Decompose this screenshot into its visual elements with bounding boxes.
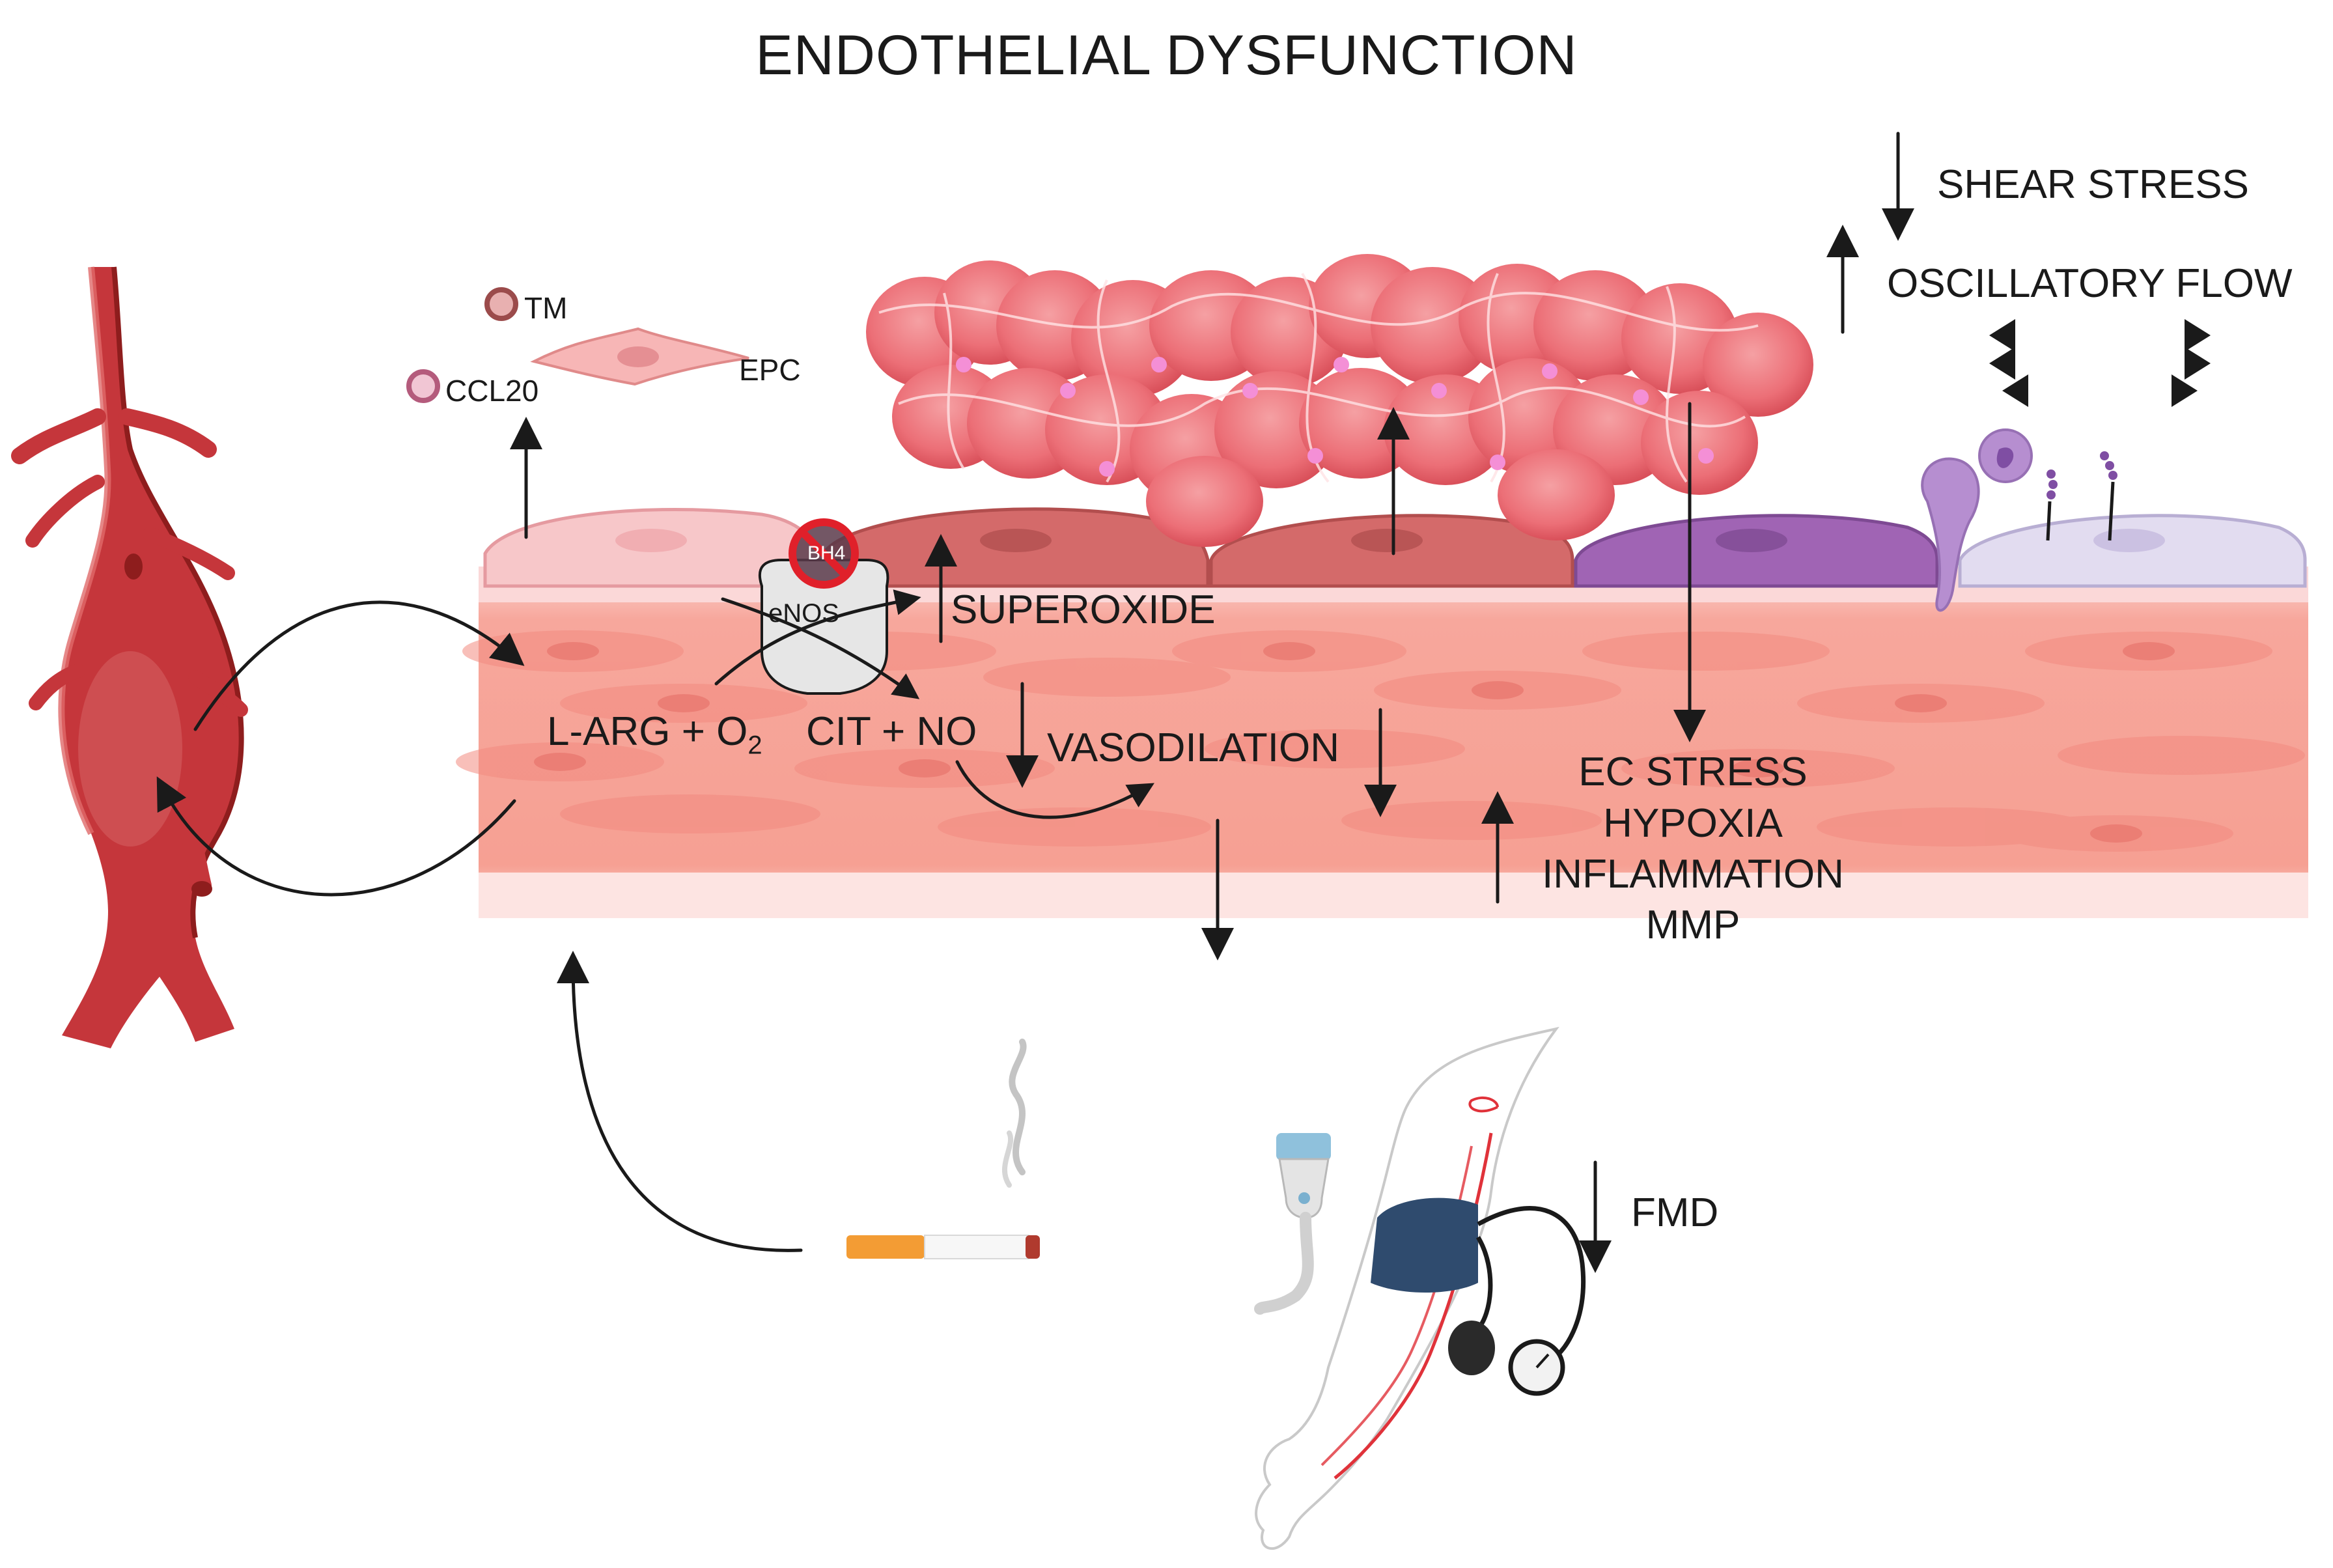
ccl20-label: CCL20: [445, 374, 539, 408]
oscillatory-flow-label: OSCILLATORY FLOW: [1887, 261, 2293, 306]
monocyte-icon: [1921, 428, 2117, 612]
fmd-label: FMD: [1631, 1190, 1719, 1235]
ec-stress-label: EC STRESS: [1578, 749, 1808, 794]
l-arg-text: L-ARG + O: [547, 709, 748, 754]
diagram-title: ENDOTHELIAL DYSFUNCTION: [755, 24, 1578, 87]
wall-to-aorta-arrow: [156, 776, 516, 897]
thrombus-icon: [866, 254, 1813, 547]
blood-pressure-cuff-icon: [1371, 1197, 1586, 1396]
aorta-to-wall-arrow: [193, 600, 525, 731]
epc-label: EPC: [739, 353, 801, 387]
bh4-label: BH4: [807, 542, 846, 564]
enos-complex: [758, 559, 889, 695]
superoxide-label: SUPEROXIDE: [951, 587, 1216, 632]
cit-no-label: CIT + NO: [806, 709, 977, 754]
inflammation-label: INFLAMMATION: [1542, 852, 1844, 897]
mmp-label: MMP: [1645, 903, 1740, 947]
l-arg-label: L-ARG + O2: [547, 709, 762, 760]
ccl20-cell-icon: [406, 369, 440, 403]
epc-cell-icon: [530, 327, 749, 386]
enos-label: eNOS: [768, 599, 839, 628]
arrows: [156, 132, 1914, 1273]
vasodilation-label: VASODILATION: [1047, 725, 1340, 770]
o2-subscript: 2: [747, 731, 762, 760]
shear-stress-label: SHEAR STRESS: [1937, 162, 2249, 207]
hypoxia-label: HYPOXIA: [1603, 801, 1783, 846]
no-symbol-icon: [789, 518, 859, 589]
ultrasound-probe-icon: [1254, 1133, 1331, 1315]
tm-cell-icon: [484, 287, 518, 321]
oscillatory-flow-icon: [1989, 319, 2211, 407]
tm-label: TM: [524, 291, 568, 325]
cigarette-icon: [846, 1039, 1040, 1259]
aorta-aneurysm-icon: [11, 266, 248, 1048]
enos-reaction-arrow-1: [714, 589, 921, 686]
enos-reaction-arrow-3: [955, 760, 1154, 819]
enos-reaction-arrow-2: [721, 597, 920, 699]
cigarette-to-wall-arrow: [557, 951, 803, 1252]
